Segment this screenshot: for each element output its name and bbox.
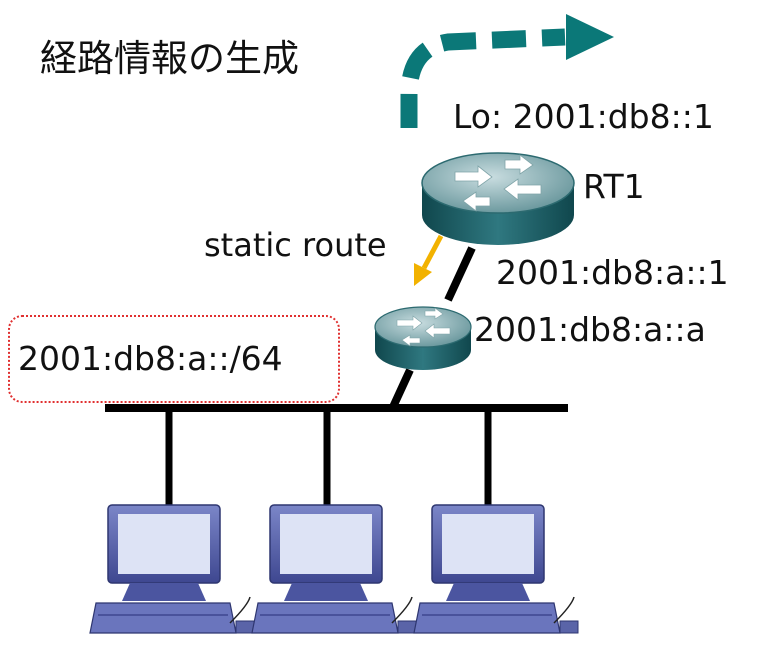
static-route-label: static route [204,226,387,264]
link-router2-lan [389,368,414,409]
lan-prefix-box [8,315,340,403]
router2-link-address: 2001:db8:a::a [474,310,706,349]
diagram-title: 経路情報の生成 [40,37,299,80]
static-route-arrow [414,234,444,286]
link-rt1-router2 [444,246,476,302]
router-icon [421,152,575,245]
lan-prefix-label: 2001:db8:a::/64 [18,339,283,378]
pc-icon [413,504,579,634]
rt1-link-address: 2001:db8:a::1 [496,253,729,292]
router-icon [374,306,472,370]
pc-icon [89,504,255,634]
route-advertisement-arrow [400,14,614,128]
pc-icon [251,504,417,634]
loopback-label: Lo: 2001:db8::1 [453,97,714,136]
router-name-label: RT1 [583,167,645,206]
